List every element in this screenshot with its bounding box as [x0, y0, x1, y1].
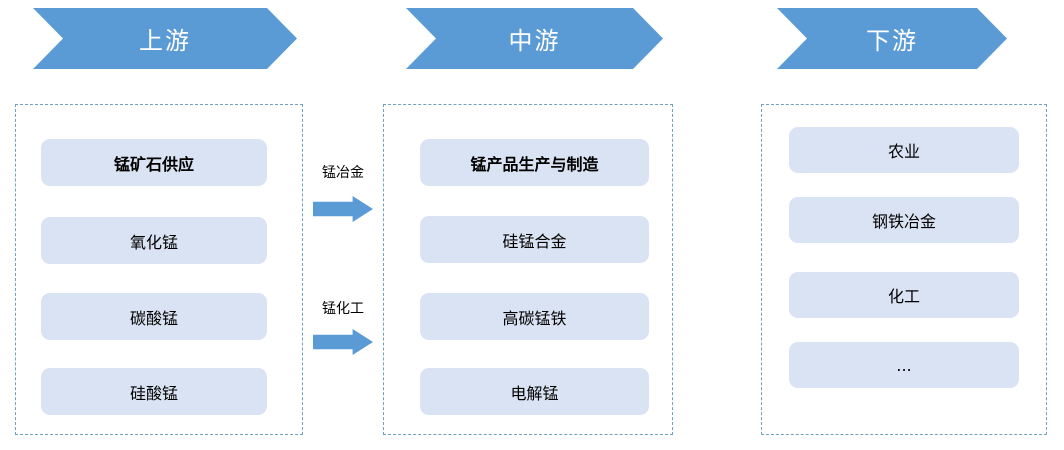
- upstream-box-manganese-oxide: 氧化锰: [41, 217, 267, 264]
- downstream-banner-label: 下游: [866, 27, 918, 55]
- downstream-banner: 下游: [777, 8, 1007, 69]
- upstream-box-manganese-carbonate: 碳酸锰: [41, 293, 267, 340]
- flow-label-manganese-metallurgy: 锰冶金: [322, 165, 364, 181]
- downstream-box-steel-metallurgy: 钢铁冶金: [789, 197, 1019, 243]
- downstream-panel: 农业 钢铁冶金 化工 ...: [761, 104, 1047, 435]
- right-arrow-icon: [313, 196, 373, 222]
- midstream-box-high-carbon-ferromanganese: 高碳锰铁: [420, 293, 649, 340]
- downstream-box-chemical-industry: 化工: [789, 272, 1019, 318]
- midstream-box-product-manufacturing: 锰产品生产与制造: [420, 139, 649, 186]
- midstream-banner: 中游: [406, 8, 663, 69]
- upstream-banner: 上游: [33, 8, 297, 69]
- midstream-box-silicomanganese-alloy: 硅锰合金: [420, 216, 649, 263]
- right-arrow-icon: [313, 329, 373, 355]
- midstream-banner-label: 中游: [508, 27, 561, 55]
- downstream-box-more: ...: [789, 342, 1019, 388]
- upstream-banner-label: 上游: [139, 27, 191, 55]
- upstream-box-manganese-ore-supply: 锰矿石供应: [41, 139, 267, 186]
- upstream-panel: 锰矿石供应 氧化锰 碳酸锰 硅酸锰: [15, 104, 303, 435]
- midstream-panel: 锰产品生产与制造 硅锰合金 高碳锰铁 电解锰: [383, 104, 673, 435]
- flow-label-manganese-chemical: 锰化工: [322, 301, 364, 317]
- upstream-box-manganese-silicate: 硅酸锰: [41, 368, 267, 415]
- midstream-box-electrolytic-manganese: 电解锰: [420, 368, 649, 415]
- downstream-box-agriculture: 农业: [789, 127, 1019, 173]
